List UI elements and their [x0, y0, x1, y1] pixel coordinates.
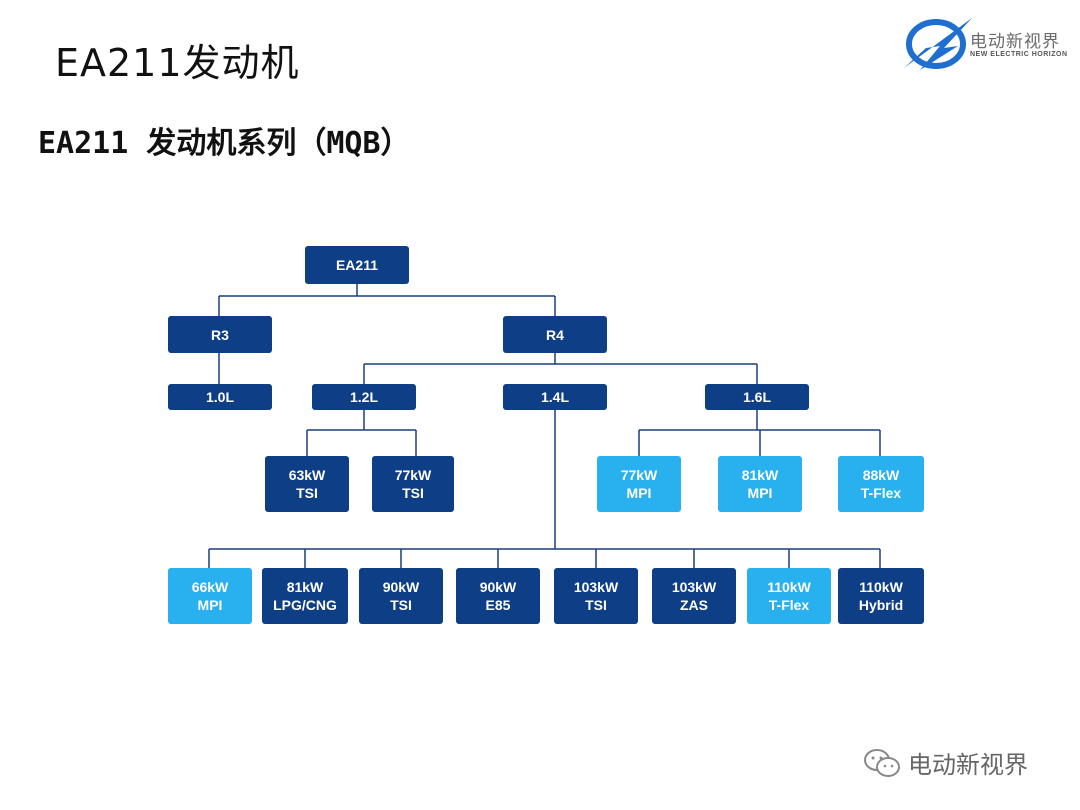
node-ea211: EA211 [305, 246, 409, 284]
brand-logo-icon [904, 18, 972, 70]
node-type: TSI [390, 597, 412, 613]
node-110kw-tflex: 110kW T-Flex [747, 568, 831, 624]
node-type: E85 [485, 597, 511, 613]
node-103kw-tsi: 103kW TSI [554, 568, 638, 624]
node-type: ZAS [680, 597, 708, 613]
node-1-2l: 1.2L [312, 384, 416, 410]
node-label: EA211 [335, 257, 379, 273]
node-power: 81kW [741, 467, 779, 483]
node-type: TSI [402, 485, 424, 501]
node-power: 110kW [859, 579, 903, 595]
node-77kw-mpi: 77kW MPI [597, 456, 681, 512]
node-1-4l: 1.4L [503, 384, 607, 410]
node-power: 110kW [767, 579, 811, 595]
node-110kw-hybrid: 110kW Hybrid [838, 568, 924, 624]
node-type: MPI [747, 485, 773, 501]
node-r4: R4 [503, 316, 607, 353]
node-type: MPI [197, 597, 223, 613]
node-power: 77kW [394, 467, 432, 483]
node-type: TSI [585, 597, 607, 613]
node-type: TSI [296, 485, 318, 501]
node-1-0l: 1.0L [168, 384, 272, 410]
node-label: R4 [546, 326, 564, 343]
node-power: 88kW [862, 467, 900, 483]
node-type: MPI [626, 485, 652, 501]
node-63kw-tsi: 63kW TSI [265, 456, 349, 512]
wechat-icon [864, 748, 900, 777]
page-title: EA211发动机 [55, 41, 300, 85]
node-66kw-mpi: 66kW MPI [168, 568, 252, 624]
node-type: T-Flex [768, 597, 810, 613]
node-power: 81kW [286, 579, 324, 595]
node-77kw-tsi: 77kW TSI [372, 456, 454, 512]
node-103kw-zas: 103kW ZAS [652, 568, 736, 624]
logo-subtext: NEW ELECTRIC HORIZON [970, 51, 1068, 58]
node-label: 1.4L [540, 389, 569, 405]
watermark-text: 电动新视界 [908, 751, 1028, 779]
node-label: 1.6L [742, 389, 771, 405]
node-type: Hybrid [858, 597, 904, 613]
node-90kw-e85: 90kW E85 [456, 568, 540, 624]
node-power: 63kW [288, 467, 326, 483]
page-subtitle: EA211 发动机系列（MQB） [38, 126, 411, 161]
node-power: 66kW [191, 579, 229, 595]
node-90kw-tsi: 90kW TSI [359, 568, 443, 624]
watermark: 电动新视界 [862, 745, 1028, 780]
node-power: 77kW [620, 467, 658, 483]
node-type: LPG/CNG [273, 597, 337, 613]
node-88kw-tflex: 88kW T-Flex [838, 456, 924, 512]
node-r3: R3 [168, 316, 272, 353]
node-label: 1.0L [205, 389, 234, 405]
logo-text: 电动新视界 [970, 32, 1060, 52]
node-81kw-mpi: 81kW MPI [718, 456, 802, 512]
node-power: 103kW [573, 579, 619, 595]
node-label: R3 [211, 326, 229, 343]
node-power: 90kW [382, 579, 420, 595]
node-type: T-Flex [860, 485, 902, 501]
node-label: 1.2L [349, 389, 378, 405]
node-1-6l: 1.6L [705, 384, 809, 410]
node-81kw-lpg-cng: 81kW LPG/CNG [262, 568, 348, 624]
node-power: 90kW [479, 579, 517, 595]
node-power: 103kW [671, 579, 717, 595]
